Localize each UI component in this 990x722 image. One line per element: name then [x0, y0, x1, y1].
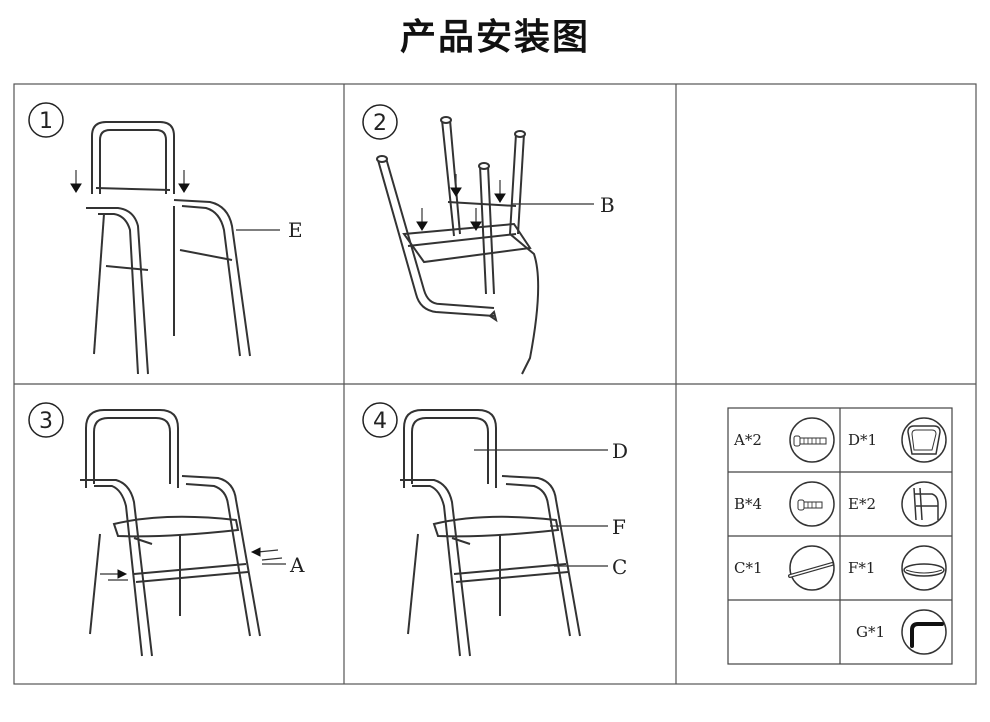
inverted-chair-drawing — [376, 116, 540, 375]
allen-key-icon — [910, 622, 944, 648]
step-1-circle — [28, 102, 64, 138]
part-b: B*4 — [734, 481, 835, 527]
step-2-number: 2 — [373, 111, 387, 136]
armrest-frame-icon — [913, 487, 939, 521]
backrest-icon — [907, 425, 941, 455]
bolt-arrows — [100, 547, 283, 581]
callout-e: E — [288, 218, 303, 242]
part-e-label: E*2 — [848, 495, 876, 513]
callout-c: C — [612, 555, 627, 579]
part-g-label: G*1 — [856, 623, 885, 641]
step-4-panel: 4 D F C — [362, 402, 628, 657]
chair-frame-drawing — [86, 121, 251, 375]
part-c: C*1 — [734, 545, 835, 591]
insert-arrows — [70, 170, 190, 193]
step-3-panel: 3 A — [28, 402, 305, 657]
part-f-label: F*1 — [848, 559, 875, 577]
step-1-panel: 1 E — [28, 102, 303, 375]
page-title: 产品安装图 — [399, 17, 590, 58]
part-d: D*1 — [848, 417, 947, 463]
step-4-number: 4 — [373, 409, 387, 434]
part-d-label: D*1 — [848, 431, 877, 449]
part-a: A*2 — [733, 417, 835, 463]
part-f: F*1 — [848, 545, 947, 591]
part-a-label: A*2 — [733, 431, 762, 449]
part-c-label: C*1 — [734, 559, 763, 577]
seat-icon — [903, 563, 945, 577]
step-2-circle — [362, 104, 398, 140]
callout-b: B — [600, 193, 615, 217]
bolt-icon — [793, 435, 827, 447]
step-3-number: 3 — [39, 409, 53, 434]
crossbar-icon — [788, 562, 834, 578]
step-1-number: 1 — [39, 109, 53, 134]
step-4-circle — [362, 402, 398, 438]
step-2-panel: 2 B — [362, 104, 615, 375]
callout-d: D — [612, 439, 628, 463]
chair-with-seat-drawing — [80, 409, 261, 657]
callout-a: A — [289, 553, 305, 577]
callout-f: F — [612, 515, 626, 539]
parts-list-panel: A*2 D*1 B*4 E*2 C*1 — [727, 407, 953, 665]
step-3-circle — [28, 402, 64, 438]
part-g: G*1 — [856, 609, 947, 655]
assembled-chair-drawing — [400, 409, 581, 657]
short-bolt-icon — [797, 499, 823, 511]
part-e: E*2 — [848, 481, 947, 527]
part-b-label: B*4 — [734, 495, 762, 513]
screw-arrows — [416, 174, 506, 231]
